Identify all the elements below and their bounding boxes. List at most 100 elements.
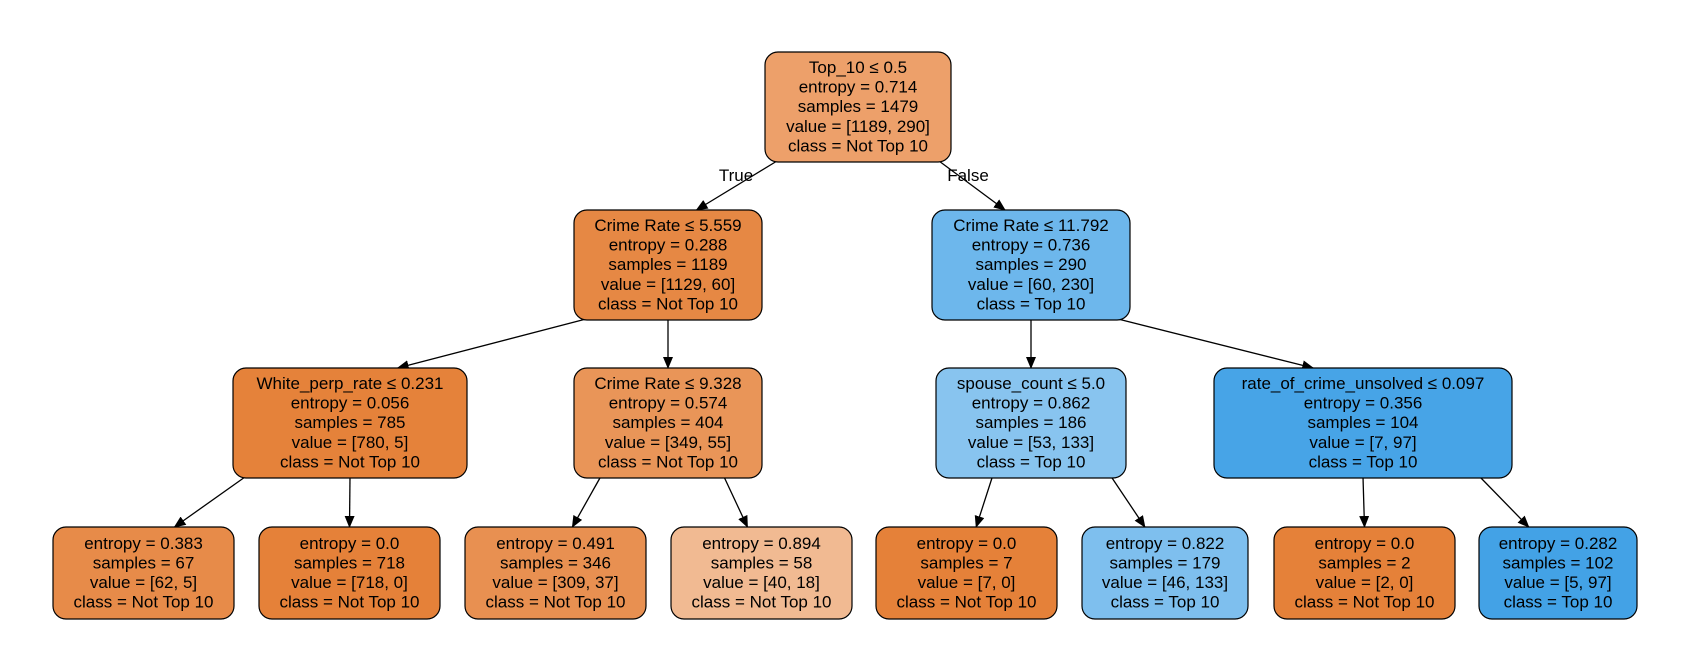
node-line: samples = 2 xyxy=(1318,553,1410,572)
edge-n9-n10 xyxy=(974,476,993,528)
node-box xyxy=(573,209,763,321)
node-box xyxy=(875,526,1058,620)
node-line: samples = 7 xyxy=(920,553,1012,572)
node-line: Crime Rate ≤ 11.792 xyxy=(953,216,1108,235)
node-box xyxy=(573,367,763,479)
edge-n12-n14 xyxy=(1479,476,1530,528)
node-line: value = [62, 5] xyxy=(90,573,197,592)
node-line: class = Top 10 xyxy=(977,294,1086,313)
node-box xyxy=(1081,526,1249,620)
node-line: class = Not Top 10 xyxy=(691,593,831,612)
node-line: entropy = 0.0 xyxy=(1315,534,1415,553)
node-line: value = [40, 18] xyxy=(703,573,820,592)
node-box xyxy=(1213,367,1513,479)
edge-n5-n7 xyxy=(723,476,749,528)
node-line: samples = 58 xyxy=(711,553,813,572)
node-line: entropy = 0.056 xyxy=(291,394,410,413)
edge-n1-n2 xyxy=(396,318,587,371)
node-line: entropy = 0.356 xyxy=(1304,394,1423,413)
tree-edges xyxy=(173,160,1530,528)
node-box xyxy=(52,526,235,620)
node-box xyxy=(670,526,853,620)
node-line: Crime Rate ≤ 5.559 xyxy=(594,216,741,235)
node-line: class = Not Top 10 xyxy=(896,593,1036,612)
node-line: value = [7, 0] xyxy=(918,573,1016,592)
node-line: entropy = 0.0 xyxy=(917,534,1017,553)
node-line: value = [1129, 60] xyxy=(601,275,735,294)
node-box xyxy=(1478,526,1638,620)
edge-n2-n4 xyxy=(344,476,355,528)
node-line: class = Not Top 10 xyxy=(279,593,419,612)
node-line: value = [718, 0] xyxy=(291,573,408,592)
edge-n5-n6 xyxy=(571,476,602,528)
node-line: entropy = 0.0 xyxy=(300,534,400,553)
node-line: entropy = 0.282 xyxy=(1499,534,1618,553)
edge-n0-n1 xyxy=(695,160,778,211)
node-line: value = [60, 230] xyxy=(968,275,1094,294)
node-line: samples = 67 xyxy=(93,553,195,572)
node-line: entropy = 0.822 xyxy=(1106,534,1225,553)
node-box xyxy=(1273,526,1456,620)
node-line: entropy = 0.894 xyxy=(702,534,821,553)
node-line: samples = 1189 xyxy=(608,255,727,274)
node-line: samples = 785 xyxy=(294,413,405,432)
node-line: entropy = 0.862 xyxy=(972,394,1091,413)
false-branch-label: False xyxy=(947,166,989,185)
node-box xyxy=(935,367,1127,479)
node-line: value = [780, 5] xyxy=(292,433,409,452)
node-line: samples = 290 xyxy=(975,255,1086,274)
node-line: samples = 404 xyxy=(612,413,723,432)
node-line: class = Not Top 10 xyxy=(598,452,738,471)
node-line: spouse_count ≤ 5.0 xyxy=(957,374,1105,393)
node-line: rate_of_crime_unsolved ≤ 0.097 xyxy=(1242,374,1485,393)
node-line: entropy = 0.288 xyxy=(609,236,728,255)
node-line: value = [349, 55] xyxy=(605,433,731,452)
node-box xyxy=(764,51,952,163)
node-box xyxy=(464,526,647,620)
node-line: samples = 718 xyxy=(294,553,405,572)
edge-n8-n12 xyxy=(1117,318,1315,371)
node-line: class = Not Top 10 xyxy=(598,294,738,313)
node-line: class = Top 10 xyxy=(1309,452,1418,471)
node-line: class = Not Top 10 xyxy=(485,593,625,612)
node-line: class = Not Top 10 xyxy=(1294,593,1434,612)
node-line: value = [7, 97] xyxy=(1309,433,1416,452)
true-branch-label: True xyxy=(719,166,753,185)
node-line: class = Not Top 10 xyxy=(788,136,928,155)
node-line: entropy = 0.491 xyxy=(496,534,615,553)
node-line: samples = 179 xyxy=(1109,553,1220,572)
node-line: Crime Rate ≤ 9.328 xyxy=(594,374,741,393)
edge-n9-n11 xyxy=(1110,476,1146,528)
node-line: value = [53, 133] xyxy=(968,433,1094,452)
edge-n2-n3 xyxy=(173,476,246,528)
node-line: value = [46, 133] xyxy=(1102,573,1228,592)
edge-n12-n13 xyxy=(1359,476,1370,528)
edge-n0-n8 xyxy=(938,160,1006,211)
node-line: class = Top 10 xyxy=(1504,593,1613,612)
node-line: value = [2, 0] xyxy=(1316,573,1414,592)
node-line: samples = 346 xyxy=(500,553,611,572)
node-line: class = Not Top 10 xyxy=(280,452,420,471)
node-line: value = [5, 97] xyxy=(1504,573,1611,592)
node-box xyxy=(258,526,441,620)
node-line: entropy = 0.714 xyxy=(799,78,918,97)
node-line: entropy = 0.736 xyxy=(972,236,1091,255)
node-line: samples = 186 xyxy=(975,413,1086,432)
